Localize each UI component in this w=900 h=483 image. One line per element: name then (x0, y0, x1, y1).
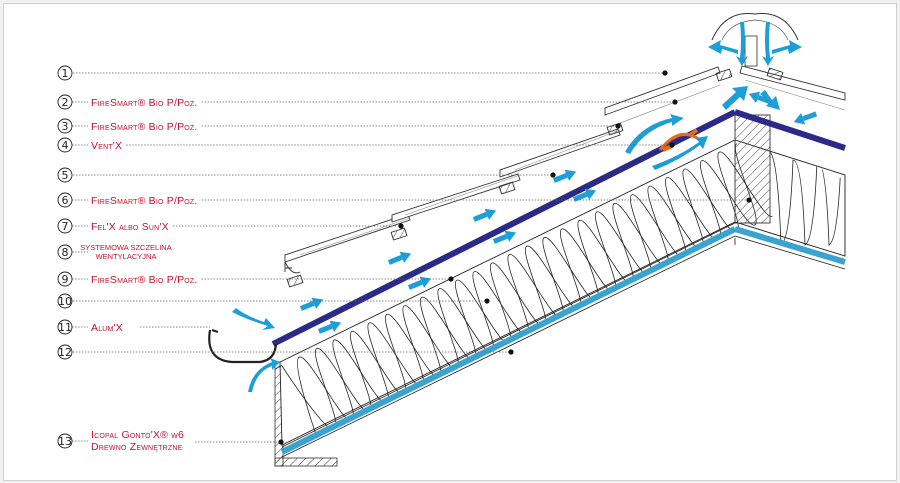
callout-number: 12 (58, 346, 72, 359)
callout-number: 2 (62, 96, 69, 109)
airflow-arrow (736, 22, 748, 66)
callout-dot (398, 223, 404, 229)
callout-10: 10 (57, 293, 73, 309)
callout-number-badge (57, 293, 73, 309)
callout-number: 6 (62, 194, 69, 207)
callout-number-badge (57, 94, 73, 110)
callout-number-badge (57, 244, 73, 260)
callout-number-badge (57, 271, 73, 287)
callout-number: 7 (62, 220, 69, 233)
callout-number-badge (57, 192, 73, 208)
callout-number: 4 (62, 139, 69, 152)
airflow-arrow (299, 297, 324, 311)
airflow-arrow (793, 111, 818, 125)
callout-dot (615, 123, 621, 129)
callout-6: 6 FireSmart® Bio P/Poz. (57, 192, 198, 208)
callout-number-badge (57, 137, 73, 153)
callout-dot (484, 298, 490, 304)
callout-label: systemowa szczelina (80, 243, 171, 252)
ridge-post (734, 114, 771, 224)
callout-number: 3 (62, 120, 69, 133)
callout-label: FireSmart® Bio P/Poz. (91, 121, 198, 133)
airflow-arrow (722, 86, 748, 110)
callout-number: 9 (62, 273, 69, 286)
callout-number: 11 (58, 321, 72, 334)
callout-number-badge (57, 319, 73, 335)
callout-dot (278, 439, 284, 445)
inner-membrane (280, 222, 846, 458)
gutter (208, 329, 278, 364)
callout-1: 1 (57, 65, 73, 81)
callout-number: 10 (58, 295, 72, 308)
airflow-arrow (552, 169, 577, 183)
callout-label-line2: Drewno Zewnętrzne (91, 441, 183, 453)
roof-shingles (284, 65, 846, 288)
airflow-arrow (248, 358, 280, 392)
callout-number: 13 (58, 435, 72, 448)
airflow-arrow (472, 208, 497, 222)
callout-label: Fel'X albo Sun'X (91, 221, 169, 233)
callout-label: FireSmart® Bio P/Poz. (91, 97, 198, 109)
callout-9: 9 FireSmart® Bio P/Poz. (57, 271, 198, 287)
callout-label: Icopal Gonto'X® w6 (91, 429, 184, 441)
callout-5: 5 (57, 167, 73, 183)
callout-11: 11 Alum'X (57, 319, 123, 335)
callout-number: 1 (62, 67, 69, 80)
callout-dot (662, 70, 668, 76)
airflow-arrow (387, 251, 412, 265)
airflow-arrow (762, 22, 774, 66)
callout-dot (672, 99, 678, 105)
diagram-frame (3, 3, 897, 481)
airflow-arrow (625, 114, 684, 154)
airflow-arrow (772, 40, 802, 54)
callout-dot (669, 142, 675, 148)
callout-7: 7 Fel'X albo Sun'X (57, 218, 169, 234)
airflow-arrow (748, 91, 773, 105)
callout-label: FireSmart® Bio P/Poz. (91, 274, 198, 286)
airflow-arrow (492, 230, 517, 244)
callout-label: Vent'X (91, 140, 122, 152)
callout-number-badge (57, 118, 73, 134)
callout-4: 4 Vent'X (57, 137, 122, 153)
callout-number-badge (57, 433, 73, 449)
callout-dot (746, 197, 752, 203)
callout-label: Alum'X (91, 322, 123, 334)
callout-number-badge (57, 65, 73, 81)
callout-dot (508, 349, 514, 355)
callout-number-badge (57, 344, 73, 360)
callout-2: 2 FireSmart® Bio P/Poz. (57, 94, 198, 110)
airflow-arrow (760, 90, 780, 110)
ridge-vent (711, 13, 799, 67)
airflow-arrow (317, 320, 342, 334)
roof-membrane (271, 109, 846, 347)
callout-label-line2: wentylacyjna (96, 252, 157, 261)
airflow-arrows (232, 22, 818, 392)
airflow-arrow (652, 136, 708, 170)
callout-label: FireSmart® Bio P/Poz. (91, 195, 198, 207)
callout-number: 5 (62, 169, 69, 182)
callout-number-badge (57, 167, 73, 183)
airflow-arrow (407, 276, 432, 290)
callout-number-badge (57, 218, 73, 234)
airflow-arrow (232, 308, 275, 330)
airflow-arrow (572, 188, 597, 202)
callout-8: 8 systemowa szczelinawentylacyjna (57, 243, 172, 261)
airflow-arrow (708, 40, 738, 54)
callout-3: 3 FireSmart® Bio P/Poz. (57, 118, 198, 134)
callout-12: 12 (57, 344, 73, 360)
callout-number: 8 (62, 246, 69, 259)
callout-dot (550, 172, 556, 178)
callout-dot (448, 276, 454, 282)
